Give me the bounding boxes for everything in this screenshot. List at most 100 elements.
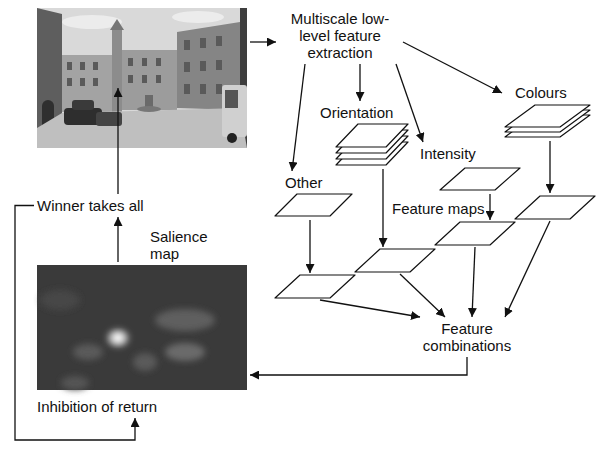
salience-ground [37,265,247,390]
connector-line [489,194,490,220]
salience-map-shape [37,265,247,390]
connector-line [403,42,502,93]
arrow-connector [292,64,305,171]
window [200,84,206,94]
connector-line [320,300,420,317]
fixation-arrow [117,88,118,194]
van-window [225,90,238,108]
connector-line [292,64,305,171]
input-arrow [250,41,276,42]
salience-blob [112,333,124,343]
map-plane [275,275,355,298]
connector-line [382,169,383,247]
arrow-connector [360,64,361,101]
feature-stack: Colours [505,84,597,138]
building [62,55,112,112]
map-layer [505,105,590,127]
feature-plane: Other [275,174,355,217]
arrow-connector [403,42,502,93]
cloud [172,11,224,23]
window [184,62,190,72]
window [200,38,206,48]
connector-line [359,64,360,101]
connector-line [505,221,550,317]
van [222,85,247,137]
connector-line [549,141,550,193]
node-label: Winner takes all [37,197,144,214]
salience-blob [61,376,89,390]
process-label: Feature combinations [407,320,527,354]
window [184,84,190,94]
window [216,60,222,70]
tower [112,30,122,112]
arrow-connector [490,194,491,220]
arrow-connector [118,217,119,262]
street-photo [37,8,247,148]
map-plane [355,249,435,272]
connector-line [309,220,310,273]
window [128,75,133,83]
car-roof [72,100,94,110]
window [93,78,98,86]
square-ground [37,108,247,148]
window [67,62,72,70]
node-label: Salience map [150,228,220,262]
arcade-building [37,8,62,132]
salience-blob [133,353,157,371]
windows [67,36,222,94]
node-label: Orientation [320,104,393,121]
process-label: Winner takes all [37,197,144,214]
sky [37,8,247,148]
connector-line [400,274,445,317]
window [142,58,147,66]
tower-roof [110,19,124,30]
feature-stack: Orientation [320,104,412,166]
building [122,50,177,110]
arrow-connector [320,221,550,317]
node-label: Colours [515,84,567,101]
window [216,84,222,94]
building [177,22,240,110]
window [216,36,222,46]
window [67,78,72,86]
window [156,75,161,83]
salience-map: Salience map [37,265,247,390]
node-label: Multiscale low-level feature extraction [280,10,400,61]
connector-line [472,247,475,317]
window [200,61,206,71]
window [156,58,161,66]
arrow-connector [310,220,311,273]
map-plane [435,222,515,245]
salience-blob [73,344,103,360]
node-label: Intensity [420,145,476,162]
window [80,62,85,70]
connector-line [250,357,467,375]
feature-map-row: Feature maps [275,196,597,300]
salience-blob [107,329,129,347]
process-label: Multiscale low-level feature extraction [280,10,400,61]
window [93,62,98,70]
connector-line [117,217,118,262]
map-plane [275,194,352,216]
window [184,40,190,50]
window [80,78,85,86]
arrow-connector [550,141,551,193]
node-label: Feature combinations [407,320,527,354]
node-label: Feature maps [391,200,486,217]
map-layer [336,124,408,147]
feature-plane: Intensity [418,145,522,191]
salience-blob [40,290,80,310]
window [142,75,147,83]
process-label: Inhibition of return [37,398,157,415]
window [128,58,133,66]
node-label: Inhibition of return [37,398,157,415]
map-plane [515,196,595,219]
salience-blob [165,343,205,361]
node-label: Other [285,174,323,191]
arrow-connector [250,357,467,375]
wheel [227,133,237,143]
fountain-basin [137,106,161,112]
map-plane [440,168,520,190]
salience-blob [155,309,215,331]
